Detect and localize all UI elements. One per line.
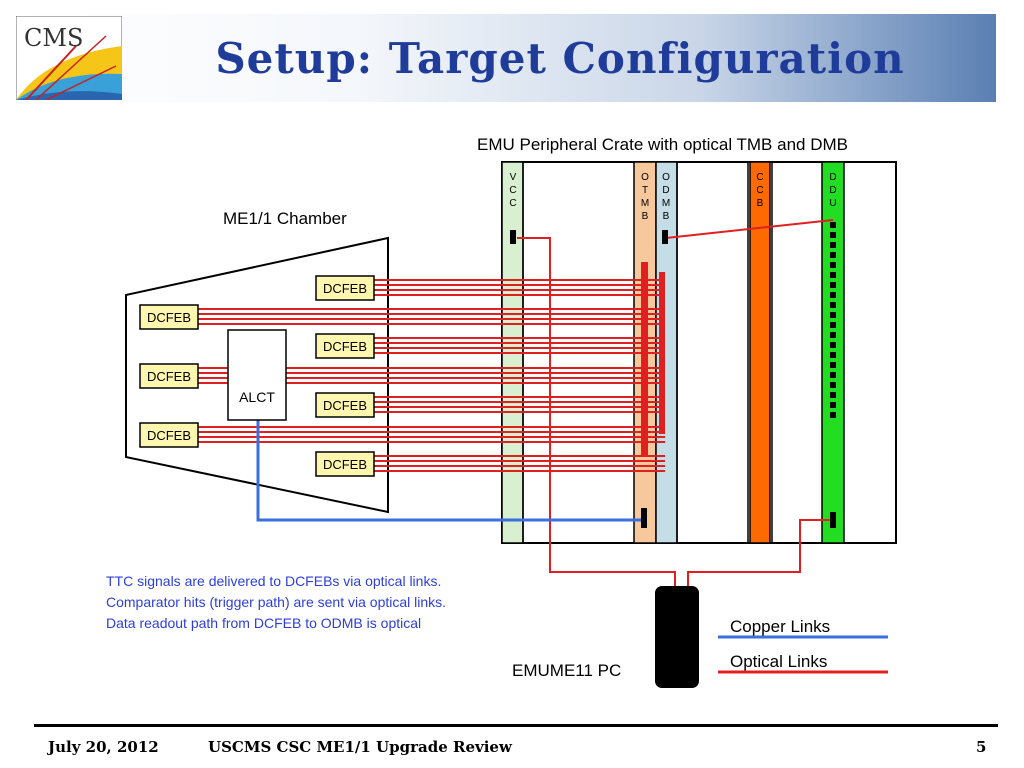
legend-optical-label: Optical Links bbox=[730, 652, 827, 671]
dcfeb-box bbox=[139, 304, 199, 330]
otmb-copper-connector bbox=[641, 508, 647, 528]
note-line: Comparator hits (trigger path) are sent … bbox=[106, 594, 446, 610]
vcc-letter: C bbox=[509, 185, 516, 196]
alct-box bbox=[227, 329, 287, 421]
dcfeb-label: DCFEB bbox=[323, 339, 367, 354]
header-bar bbox=[14, 14, 996, 102]
ddu-connector-dot bbox=[830, 302, 836, 308]
pc-box bbox=[655, 586, 699, 688]
crate-label: EMU Peripheral Crate with optical TMB an… bbox=[477, 135, 848, 154]
ddu-connector-dot bbox=[830, 402, 836, 408]
odmb-receiver-bar bbox=[659, 272, 665, 434]
footer-event: USCMS CSC ME1/1 Upgrade Review bbox=[208, 738, 512, 756]
dcfeb-box bbox=[139, 422, 199, 448]
ccb-letter: C bbox=[756, 172, 763, 183]
pc-label: EMUME11 PC bbox=[512, 661, 621, 680]
chamber-label: ME1/1 Chamber bbox=[223, 209, 347, 228]
alct-otmb-copper-link bbox=[256, 420, 645, 522]
dcfeb-label: DCFEB bbox=[323, 457, 367, 472]
page-number: 5 bbox=[976, 738, 987, 756]
otmb-letter: B bbox=[642, 211, 649, 222]
ccb-letter: B bbox=[757, 198, 764, 209]
ddu-connector-dot bbox=[830, 242, 836, 248]
odmb-connector bbox=[662, 230, 668, 244]
dcfeb-box bbox=[315, 392, 375, 418]
vcc-connector bbox=[510, 230, 516, 244]
dcfeb-label: DCFEB bbox=[147, 369, 191, 384]
dcfeb-label: DCFEB bbox=[323, 281, 367, 296]
vcc-letter: V bbox=[510, 172, 517, 183]
ddu-connector-dot bbox=[830, 312, 836, 318]
odmb-letter: B bbox=[663, 211, 670, 222]
ddu-connector-dot bbox=[830, 282, 836, 288]
alct-label: ALCT bbox=[239, 389, 275, 405]
footer-date: July 20, 2012 bbox=[48, 738, 159, 756]
ccb-letter: C bbox=[756, 185, 763, 196]
ddu-letter: D bbox=[829, 185, 836, 196]
legend-copper-label: Copper Links bbox=[730, 617, 830, 636]
ddu-pc-link bbox=[687, 519, 833, 592]
ddu-connector-dot bbox=[830, 252, 836, 258]
dcfeb-label: DCFEB bbox=[147, 428, 191, 443]
ddu-letter: D bbox=[829, 172, 836, 183]
ddu-connector-dot bbox=[830, 352, 836, 358]
otmb-receiver-bar bbox=[641, 262, 648, 456]
dcfeb-label: DCFEB bbox=[323, 398, 367, 413]
ddu-connector-dot bbox=[830, 372, 836, 378]
otmb-letter: M bbox=[641, 198, 649, 209]
ddu-connector-dot bbox=[830, 222, 836, 228]
ddu-connector-dot bbox=[830, 292, 836, 298]
footer-divider bbox=[34, 724, 998, 727]
vcc-letter: C bbox=[509, 198, 516, 209]
note-line: TTC signals are delivered to DCFEBs via … bbox=[106, 573, 441, 589]
dcfeb-box bbox=[315, 333, 375, 359]
odmb-letter: D bbox=[662, 185, 669, 196]
otmb-letter: T bbox=[642, 185, 648, 196]
slot-ccb bbox=[749, 161, 771, 544]
odmb-letter: M bbox=[662, 198, 670, 209]
ddu-connector-dot bbox=[830, 362, 836, 368]
dcfeb-box bbox=[139, 363, 199, 389]
otmb-letter: O bbox=[641, 172, 649, 183]
ddu-letter: U bbox=[829, 198, 836, 209]
ddu-connector-dot bbox=[830, 382, 836, 388]
ddu-connector-dot bbox=[830, 232, 836, 238]
dcfeb-box bbox=[315, 451, 375, 477]
ddu-connector-dot bbox=[830, 272, 836, 278]
ddu-connector-dot bbox=[830, 332, 836, 338]
dcfeb-box bbox=[315, 275, 375, 301]
ddu-connector-dot bbox=[830, 412, 836, 418]
odmb-ddu-link bbox=[665, 219, 834, 239]
ddu-connector-dot bbox=[830, 262, 836, 268]
ddu-connector-dot bbox=[830, 342, 836, 348]
note-line: Data readout path from DCFEB to ODMB is … bbox=[106, 615, 421, 631]
ddu-connector-dot bbox=[830, 392, 836, 398]
cms-logo-icon: CMS bbox=[16, 16, 122, 100]
page-title: Setup: Target Configuration bbox=[215, 34, 905, 83]
dcfeb-label: DCFEB bbox=[147, 310, 191, 325]
logo-text: CMS bbox=[24, 24, 83, 52]
ddu-pc-connector bbox=[830, 512, 836, 528]
ddu-connector-dot bbox=[830, 322, 836, 328]
vcc-pc-link bbox=[517, 237, 676, 592]
odmb-letter: O bbox=[662, 172, 670, 183]
